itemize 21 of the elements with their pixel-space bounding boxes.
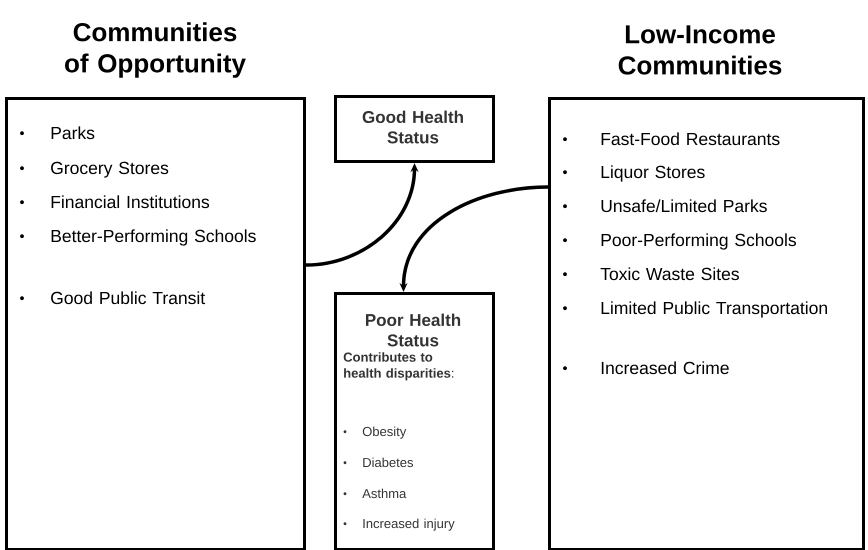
bullet-item: Good Public Transit <box>20 291 206 304</box>
bullet-item: Better-Performing Schools <box>20 229 256 246</box>
box-title: Good Health Status <box>362 110 463 144</box>
bullet-item: Poor-Performing Schools <box>563 233 796 250</box>
bullet-item: Liquor Stores <box>563 165 705 182</box>
bullet-item: Diabetes <box>344 458 414 468</box>
bullet-item: Obesity <box>344 426 406 439</box>
bullet-item: Toxic Waste Sites <box>563 267 739 280</box>
subheading: Contributes to health disparities: <box>344 352 454 380</box>
bullet-item: Financial Institutions <box>20 195 210 208</box>
bullet-item: Parks <box>20 126 94 140</box>
bullet-item: Fast-Food Restaurants <box>563 132 780 146</box>
bullet-item: Limited Public Transportation <box>563 301 827 318</box>
bullet-item: Increased injury <box>344 518 455 531</box>
bullet-item: Grocery Stores <box>20 162 168 178</box>
bullet-item: Increased Crime <box>563 361 729 374</box>
bullet-item: Unsafe/Limited Parks <box>563 199 767 212</box>
heading: Low-Income Communities <box>618 25 782 75</box>
bullet-item: Asthma <box>344 488 406 498</box>
heading: Communities of Opportunity <box>65 22 246 78</box>
box-title: Poor Health Status <box>366 314 460 346</box>
